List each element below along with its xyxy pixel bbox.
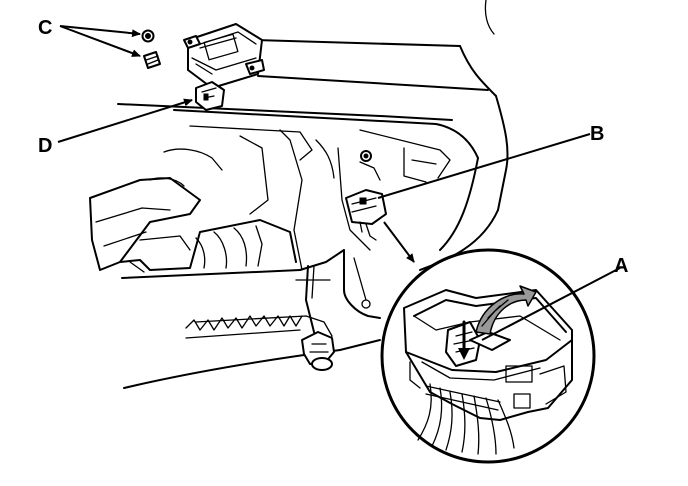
detail-zoom-circle bbox=[380, 248, 596, 464]
mounting-screws bbox=[141, 29, 161, 69]
leader-a bbox=[481, 267, 621, 341]
zoom-pointer-arrow bbox=[383, 221, 415, 263]
leader-b bbox=[377, 133, 591, 199]
screw-lower bbox=[143, 51, 161, 69]
callout-d: D bbox=[38, 135, 52, 157]
leader-c-lower bbox=[59, 25, 141, 57]
wire-harness-spring bbox=[185, 315, 303, 339]
clip-fastener bbox=[301, 331, 335, 371]
leader-c-upper bbox=[59, 25, 141, 38]
relay-module bbox=[183, 23, 265, 111]
callout-a: A bbox=[614, 255, 628, 277]
screw-upper bbox=[141, 29, 155, 43]
callout-c: C bbox=[38, 17, 52, 39]
callout-b: B bbox=[590, 123, 604, 145]
connector-b bbox=[345, 150, 387, 241]
leader-lines bbox=[57, 25, 621, 341]
leader-d bbox=[57, 98, 193, 143]
